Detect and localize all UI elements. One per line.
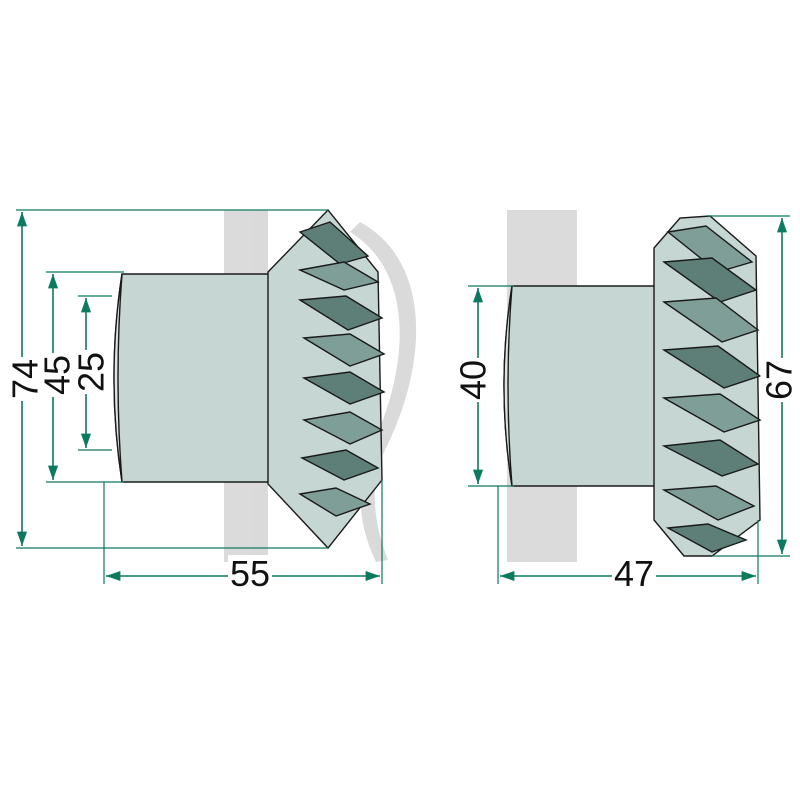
label-25: 25	[71, 352, 112, 392]
label-47: 47	[614, 553, 654, 594]
right-gear-teeth	[661, 225, 762, 553]
label-background	[227, 555, 273, 592]
left-gear-hub	[113, 273, 277, 483]
right-bevel-gear	[503, 215, 762, 557]
right-gear-hub	[503, 285, 657, 487]
left-bevel-gear	[113, 208, 386, 550]
label-67: 67	[759, 360, 800, 400]
label-background	[760, 357, 798, 403]
label-background	[611, 555, 657, 592]
label-background	[454, 357, 492, 403]
label-background	[72, 349, 110, 395]
left-gear-teeth	[297, 221, 386, 517]
label-background	[38, 352, 76, 398]
label-40: 40	[453, 360, 494, 400]
label-45: 45	[37, 355, 78, 395]
label-background	[6, 356, 44, 402]
label-55: 55	[230, 553, 270, 594]
